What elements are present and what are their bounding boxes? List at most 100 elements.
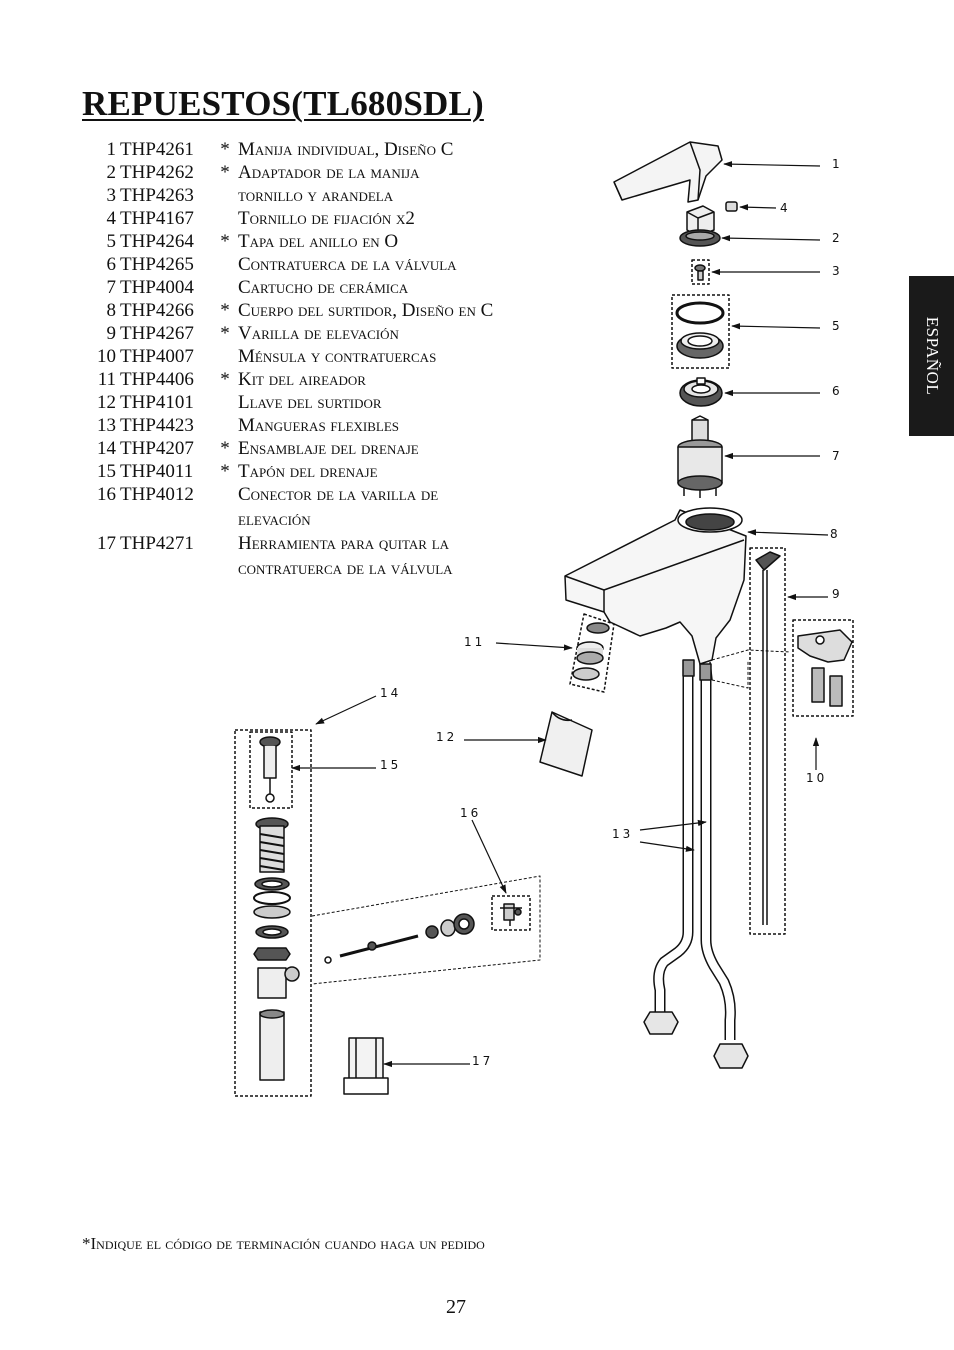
part-number: 1: [106, 139, 117, 160]
part-description-line: Cartucho de cerámica: [238, 277, 409, 298]
part-number: 6: [106, 254, 117, 275]
lift-rod-connector-part: [491, 895, 531, 931]
part-description-line: Kit del aireador: [238, 369, 366, 390]
part-number: 16: [97, 484, 116, 505]
part-code: THP4264: [120, 231, 194, 252]
part-number: 13: [97, 415, 116, 436]
part-description: tornillo y arandela: [238, 184, 528, 207]
part-description-line: Contratuerca de la válvula: [238, 254, 457, 275]
language-tab: ESPAÑOL: [909, 276, 954, 436]
part-description: Varilla de elevación: [238, 322, 528, 345]
part-code: THP4207: [120, 438, 194, 459]
part-code: THP4012: [120, 484, 194, 505]
part-code: THP4267: [120, 323, 194, 344]
callout-11: 11: [464, 635, 485, 649]
part-description: Contratuerca de la válvula: [238, 253, 528, 276]
part-description-line: Ménsula y contratuercas: [238, 346, 437, 367]
part-description: Tornillo de fijación x2: [238, 207, 528, 230]
part-description: Llave del surtidor: [238, 391, 528, 414]
callout-3: 3: [832, 264, 843, 278]
part-description: Cartucho de cerámica: [238, 276, 528, 299]
callout-7: 7: [832, 449, 843, 463]
part-number: 15: [97, 461, 116, 482]
lift-rod-part: [749, 547, 786, 935]
part-finish-marker: *: [220, 369, 230, 390]
part-finish-marker: *: [220, 438, 230, 459]
part-number: 4: [106, 208, 117, 229]
spout-wrench-part: [539, 711, 593, 777]
part-number: 9: [106, 323, 117, 344]
part-description-line: Tapa del anillo en O: [238, 231, 399, 252]
leader-8: [747, 529, 829, 536]
drain-assembly-part: [234, 729, 312, 1097]
part-description-line: tornillo y arandela: [238, 185, 394, 206]
callout-4: 4: [780, 201, 791, 215]
part-finish-marker: *: [220, 461, 230, 482]
valve-locknut-part: [679, 377, 723, 407]
page-title: REPUESTOS(TL680SDL): [82, 84, 484, 123]
callout-9: 9: [832, 587, 843, 601]
callout-15: 15: [380, 758, 401, 772]
leader-13a: [639, 819, 707, 831]
part-description: Tapón del drenaje: [238, 460, 528, 483]
part-code: THP4007: [120, 346, 194, 367]
screw-washer-part: [691, 259, 710, 285]
leader-1: [723, 161, 821, 168]
part-code: THP4261: [120, 139, 194, 160]
part-finish-marker: *: [220, 323, 230, 344]
callout-17: 17: [472, 1054, 493, 1068]
part-description: Ménsula y contratuercas: [238, 345, 528, 368]
locknut-tool-part: [343, 1037, 389, 1095]
part-description: Conector de la varilla de elevación: [238, 483, 528, 532]
callout-5: 5: [832, 319, 843, 333]
part-description-line: Conector de la varilla de: [238, 484, 439, 505]
part-number: 11: [97, 369, 116, 390]
part-number: 7: [106, 277, 117, 298]
o-ring-cap-part: [671, 294, 730, 369]
callout-12: 12: [436, 730, 457, 744]
part-code: THP4167: [120, 208, 194, 229]
callout-14: 14: [380, 686, 401, 700]
part-number: 10: [97, 346, 116, 367]
callout-13: 13: [612, 827, 633, 841]
leader-13b: [639, 841, 695, 852]
part-description: Cuerpo del surtidor, Diseño en C: [238, 299, 528, 322]
part-description: Mangueras flexibles: [238, 414, 528, 437]
part-description-line: elevación: [238, 508, 311, 530]
part-finish-marker: *: [220, 139, 230, 160]
part-code: THP4265: [120, 254, 194, 275]
part-description-line: Mangueras flexibles: [238, 415, 400, 436]
part-code: THP4271: [120, 533, 194, 554]
leader-16: [471, 819, 507, 894]
part-description: Kit del aireador: [238, 368, 528, 391]
part-code: THP4262: [120, 162, 194, 183]
part-description-line: Cuerpo del surtidor, Diseño en C: [238, 300, 494, 321]
part-number: 2: [106, 162, 117, 183]
leader-5: [731, 323, 821, 330]
drain-stopper-part: [249, 731, 293, 809]
part-description-line: Herramienta para quitar la: [238, 533, 450, 554]
handle-adapter-part: [679, 205, 721, 247]
part-description-line: Llave del surtidor: [238, 392, 382, 413]
part-code: THP4423: [120, 415, 194, 436]
part-description: Tapa del anillo en O: [238, 230, 528, 253]
set-screw-part: [725, 201, 738, 212]
leader-11: [495, 642, 573, 651]
